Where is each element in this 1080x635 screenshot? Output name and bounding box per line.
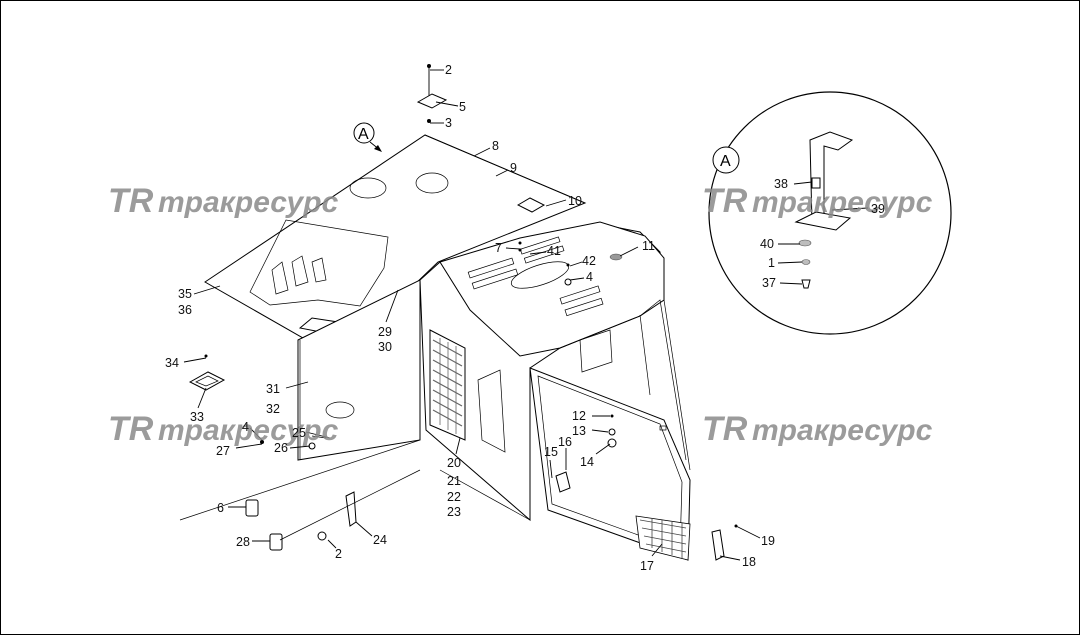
watermark-4: TR тракресурс bbox=[702, 410, 933, 448]
callout-11: 11 bbox=[642, 239, 655, 253]
callout-8: 8 bbox=[492, 139, 499, 153]
watermark-2: TR тракресурс bbox=[702, 182, 933, 220]
callout-1: 1 bbox=[768, 256, 775, 270]
latch-15-16 bbox=[555, 471, 571, 493]
callout-26: 26 bbox=[274, 441, 288, 455]
bolts-12-14 bbox=[607, 414, 617, 448]
callout-34: 34 bbox=[165, 356, 179, 370]
callout-23: 23 bbox=[447, 505, 461, 519]
watermark-text: тракресурс bbox=[158, 414, 339, 447]
callout-42: 42 bbox=[582, 254, 596, 268]
hinge-10 bbox=[516, 197, 546, 213]
callout-28: 28 bbox=[236, 535, 250, 549]
callout-5: 5 bbox=[459, 100, 466, 114]
callout-19: 19 bbox=[761, 534, 775, 548]
callout-18: 18 bbox=[742, 555, 756, 569]
latch-33 bbox=[188, 354, 226, 391]
hinge-top bbox=[416, 64, 448, 123]
callout-27: 27 bbox=[216, 444, 230, 458]
callout-38: 38 bbox=[774, 177, 788, 191]
callout-24: 24 bbox=[373, 533, 387, 547]
cab-door bbox=[529, 367, 691, 561]
callout-22: 22 bbox=[447, 490, 461, 504]
callout-9: 9 bbox=[510, 161, 517, 175]
callout-13: 13 bbox=[572, 424, 586, 438]
callout-32: 32 bbox=[266, 402, 280, 416]
detail-marker-a: A bbox=[353, 122, 382, 152]
callout-10: 10 bbox=[568, 194, 582, 208]
callout-labels: 2 5 3 8 9 10 11 7 41 42 4 35 36 29 30 34… bbox=[165, 63, 885, 573]
callout-41: 41 bbox=[547, 244, 561, 258]
detail-marker-label: A bbox=[358, 126, 369, 143]
callout-2: 2 bbox=[445, 63, 452, 77]
callout-15: 15 bbox=[544, 445, 558, 459]
callout-33: 33 bbox=[190, 410, 204, 424]
callout-20: 20 bbox=[447, 456, 461, 470]
callout-3: 3 bbox=[445, 116, 452, 130]
plate-28 bbox=[269, 533, 283, 551]
detail-inset: A bbox=[708, 91, 952, 335]
callout-39: 39 bbox=[871, 202, 885, 216]
callout-7: 7 bbox=[495, 241, 502, 255]
watermark-logo: TR bbox=[702, 182, 748, 220]
callout-17: 17 bbox=[640, 559, 654, 573]
watermark-text: тракресурс bbox=[752, 186, 933, 219]
callout-4-roof: 4 bbox=[586, 270, 593, 284]
callout-31: 31 bbox=[266, 382, 280, 396]
seal-strip bbox=[424, 134, 586, 204]
plate-6 bbox=[245, 499, 259, 517]
bracket-24 bbox=[317, 491, 357, 541]
side-grille bbox=[429, 329, 466, 441]
callout-40: 40 bbox=[760, 237, 774, 251]
callout-37: 37 bbox=[762, 276, 776, 290]
callout-25: 25 bbox=[292, 426, 306, 440]
callout-14: 14 bbox=[580, 455, 594, 469]
callout-30: 30 bbox=[378, 340, 392, 354]
leader-lines bbox=[179, 69, 761, 561]
watermark-logo: TR bbox=[702, 410, 748, 448]
callout-12: 12 bbox=[572, 409, 586, 423]
callout-16: 16 bbox=[558, 435, 572, 449]
inset-marker-label: A bbox=[720, 153, 731, 170]
callout-36: 36 bbox=[178, 303, 192, 317]
callout-35: 35 bbox=[178, 287, 192, 301]
watermark-3: TR тракресурс bbox=[108, 410, 339, 448]
handle-18 bbox=[711, 524, 738, 561]
callout-4-side: 4 bbox=[242, 420, 249, 434]
callout-2-lower: 2 bbox=[335, 547, 342, 561]
watermark-text: тракресурс bbox=[158, 186, 339, 219]
watermark-text: тракресурс bbox=[752, 414, 933, 447]
watermark-1: TR тракресурс bbox=[108, 182, 339, 220]
parts-7-42 bbox=[518, 241, 572, 286]
cab-body bbox=[297, 221, 691, 522]
callout-29: 29 bbox=[378, 325, 392, 339]
watermark-logo: TR bbox=[108, 410, 154, 448]
callout-21: 21 bbox=[447, 474, 461, 488]
watermark-logo: TR bbox=[108, 182, 154, 220]
callout-6: 6 bbox=[217, 501, 224, 515]
